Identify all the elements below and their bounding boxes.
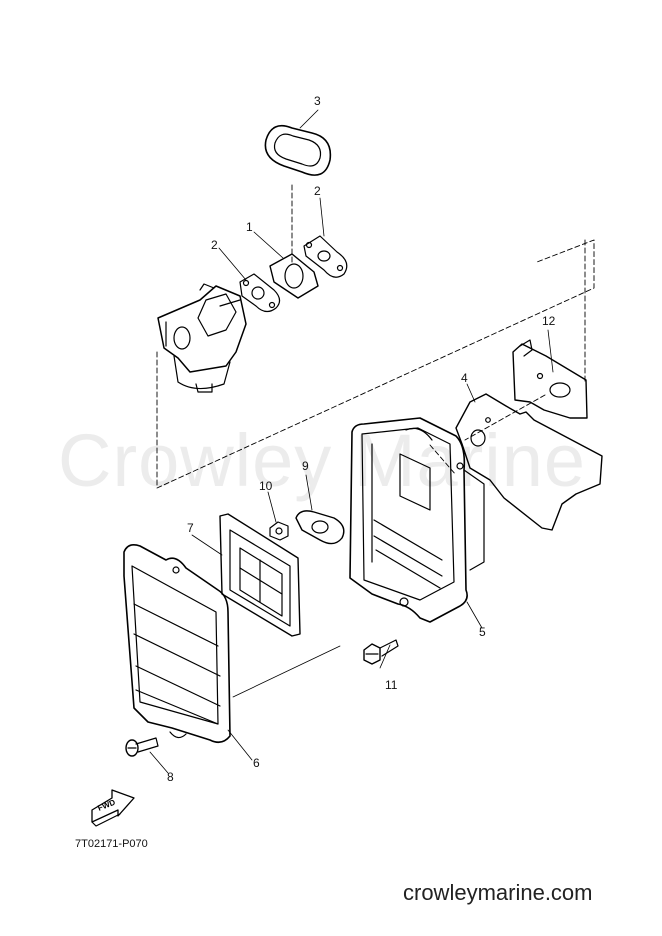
carburetor (157, 283, 247, 393)
drawing-code: 7T02171-P070 (75, 838, 148, 850)
part-3-gasket (264, 124, 332, 176)
part-2-gasket-lower (239, 273, 281, 313)
part-1-spacer (269, 253, 319, 299)
site-url: crowleymarine.com (403, 880, 593, 905)
part-5-silencer-case (349, 417, 485, 623)
callout-8: 8 (167, 770, 174, 784)
callout-2-upper: 2 (314, 184, 321, 198)
part-8-screw (125, 737, 159, 757)
part-6-silencer-cover (123, 544, 231, 744)
callout-6: 6 (253, 756, 260, 770)
callout-11: 11 (385, 678, 398, 692)
part-4-gasket-plate (455, 393, 603, 531)
callout-12: 12 (542, 314, 556, 328)
part-2-gasket-upper (303, 235, 348, 278)
fwd-arrow-icon: FWD (91, 789, 135, 827)
leader-lines (149, 109, 554, 774)
part-10-nut (269, 521, 289, 541)
callout-2-lower: 2 (211, 238, 218, 252)
callout-7: 7 (187, 521, 194, 535)
alignment-outline (156, 184, 595, 489)
callout-1: 1 (246, 220, 253, 234)
callout-3: 3 (314, 94, 321, 108)
callout-5: 5 (479, 625, 486, 639)
part-9-gasket (295, 510, 345, 545)
callout-10: 10 (259, 479, 273, 493)
part-12-bracket (512, 339, 588, 419)
callout-9: 9 (302, 459, 309, 473)
part-11-bolt (363, 639, 399, 665)
callout-4: 4 (461, 371, 468, 385)
